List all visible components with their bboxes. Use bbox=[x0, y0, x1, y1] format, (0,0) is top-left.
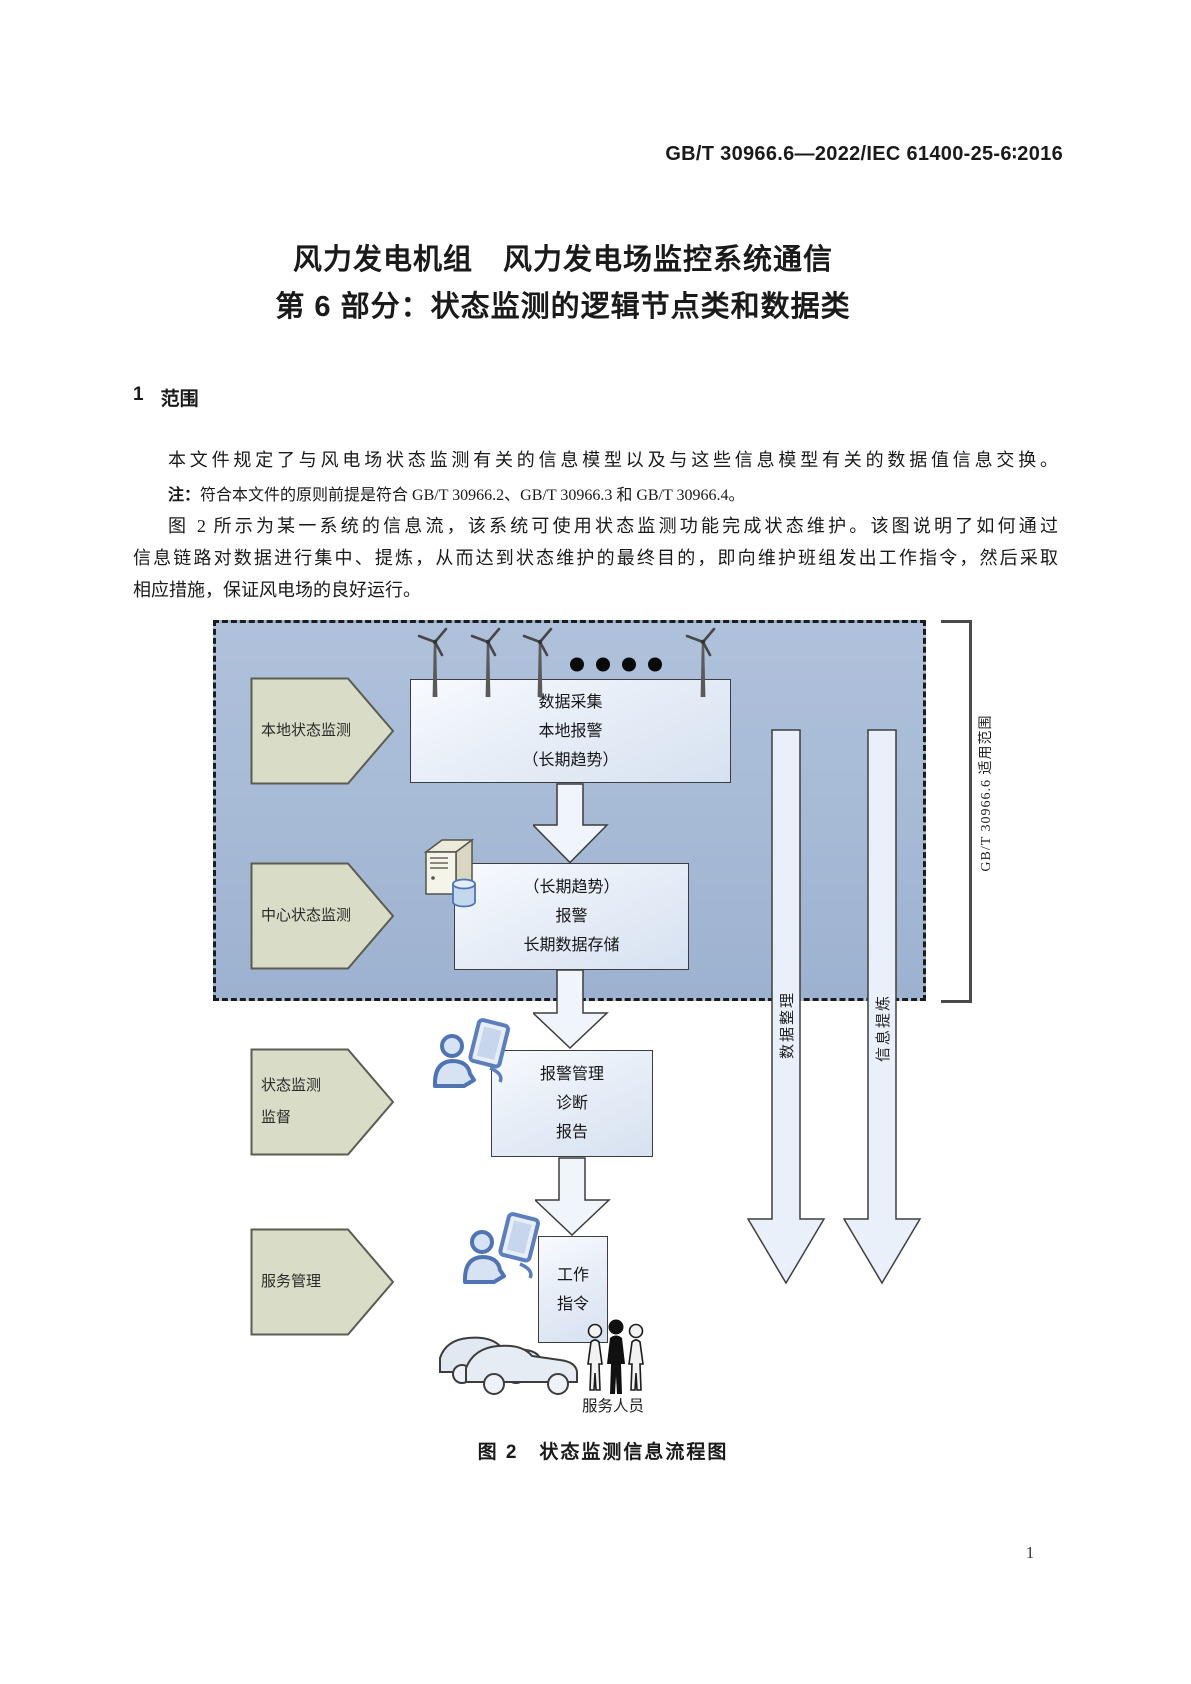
paragraph2-line1: 图 2 所示为某一系统的信息流，该系统可使用状态监测功能完成状态维护。该图说明了… bbox=[168, 516, 1058, 536]
wind-turbine-icon bbox=[522, 627, 553, 697]
box1-line1: 数据采集 bbox=[538, 693, 603, 711]
scope-bracket-bottom bbox=[941, 1000, 971, 1003]
wind-turbine-icon bbox=[685, 627, 716, 697]
note-line: 注：符合本文件的原则前提是符合 GB/T 30966.2、GB/T 30966.… bbox=[168, 484, 745, 508]
process-box-data-acquisition: 数据采集 本地报警 （长期趋势） bbox=[410, 679, 731, 783]
page-number: 1 bbox=[1025, 1543, 1035, 1562]
pentagon-local-monitoring bbox=[250, 677, 395, 785]
box1-line3: （长期趋势） bbox=[522, 751, 619, 769]
pentagon-supervision bbox=[250, 1048, 395, 1156]
scope-bracket bbox=[969, 620, 972, 1003]
operator-workstation-icon bbox=[432, 1018, 510, 1088]
ellipsis-dots-icon bbox=[570, 657, 662, 672]
wind-turbine-icon bbox=[470, 627, 501, 697]
pentagon-supervision-label: 状态监测 监督 bbox=[261, 1078, 322, 1126]
information-refining-arrow bbox=[843, 729, 921, 1285]
box3-line3: 报告 bbox=[555, 1124, 588, 1141]
service-people-label: 服务人员 bbox=[581, 1398, 644, 1415]
data-collation-arrow bbox=[747, 729, 825, 1285]
process-box-central-storage: （长期趋势） 报警 长期数据存储 bbox=[454, 863, 689, 970]
data-collation-label: 数据整理 bbox=[780, 991, 796, 1060]
box1-line2: 本地报警 bbox=[538, 722, 603, 740]
down-arrow-2 bbox=[533, 969, 609, 1049]
note-prefix: 注： bbox=[168, 487, 201, 504]
pentagon-local-label: 本地状态监测 bbox=[261, 723, 352, 739]
server-database-icon bbox=[423, 838, 476, 908]
box4-line1: 工作 bbox=[556, 1266, 589, 1284]
service-cars-icon bbox=[439, 1336, 578, 1395]
box3-line1: 报警管理 bbox=[539, 1066, 604, 1083]
box2-line1: （长期趋势） bbox=[523, 879, 620, 896]
section-title: 范围 bbox=[160, 389, 199, 410]
wind-turbine-icon bbox=[417, 627, 448, 697]
note-text: 符合本文件的原则前提是符合 GB/T 30966.2、GB/T 30966.3 … bbox=[200, 487, 745, 504]
service-people-icon bbox=[587, 1319, 644, 1394]
document-title-line1: 风力发电机组 风力发电场监控系统通信 bbox=[292, 244, 833, 276]
information-refining-label: 信息提炼 bbox=[876, 994, 892, 1063]
down-arrow-3 bbox=[535, 1157, 611, 1236]
figure-caption: 图 2 状态监测信息流程图 bbox=[477, 1442, 729, 1463]
document-title-line2: 第 6 部分：状态监测的逻辑节点类和数据类 bbox=[275, 291, 851, 323]
pentagon-service-label: 服务管理 bbox=[261, 1274, 322, 1290]
down-arrow-1 bbox=[533, 783, 609, 864]
pentagon-central-monitoring bbox=[250, 862, 395, 970]
operator-workstation-icon bbox=[462, 1212, 540, 1284]
section-heading: 1 范围 bbox=[133, 384, 199, 411]
box2-line2: 报警 bbox=[555, 908, 588, 925]
paragraph2-line2: 信息链路对数据进行集中、提炼，从而达到状态维护的最终目的，即向维护班组发出工作指… bbox=[133, 548, 1058, 568]
pentagon-central-label: 中心状态监测 bbox=[261, 908, 352, 924]
paragraph-scope: 本文件规定了与风电场状态监测有关的信息模型以及与这些信息模型有关的数据值信息交换… bbox=[168, 450, 1058, 470]
box2-line3: 长期数据存储 bbox=[523, 937, 620, 954]
box3-line2: 诊断 bbox=[555, 1095, 588, 1112]
standard-number: GB/T 30966.6—2022/IEC 61400-25-6∶2016 bbox=[665, 143, 1063, 165]
paragraph2-line3: 相应措施，保证风电场的良好运行。 bbox=[133, 580, 421, 600]
section-number: 1 bbox=[133, 384, 144, 405]
pentagon-service-management bbox=[250, 1228, 395, 1336]
scope-bracket-top bbox=[941, 620, 971, 623]
process-box-alarm-management: 报警管理 诊断 报告 bbox=[491, 1050, 653, 1157]
box4-line2: 指令 bbox=[556, 1295, 589, 1313]
scope-bracket-label: GB/T 30966.6 适用范围 bbox=[979, 714, 994, 872]
